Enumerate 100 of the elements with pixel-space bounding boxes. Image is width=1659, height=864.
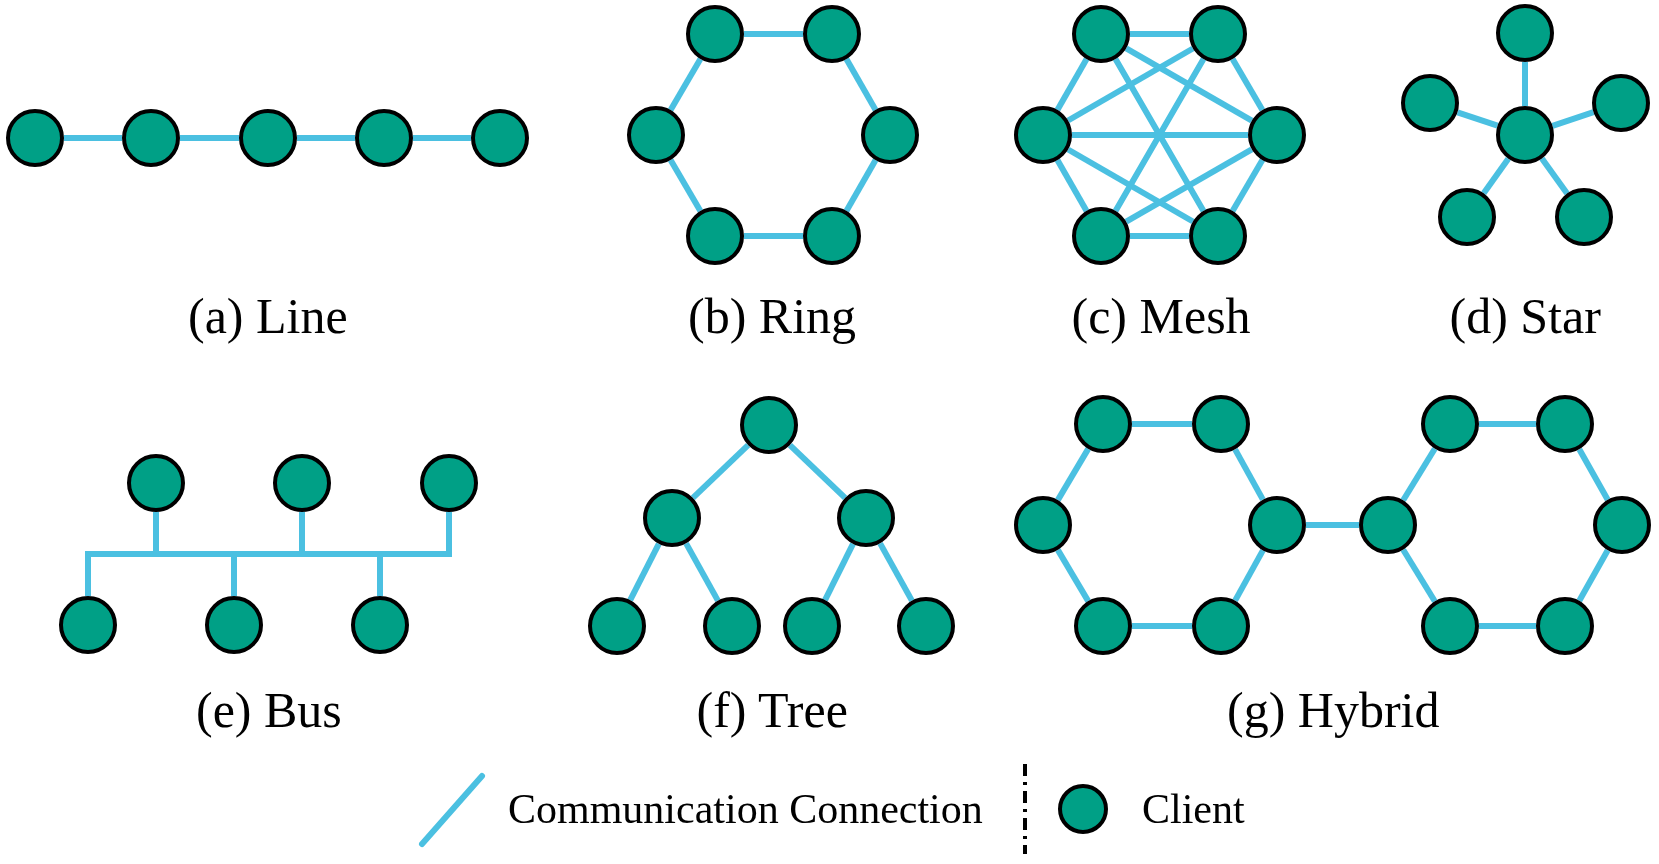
client-circle — [1421, 395, 1479, 453]
client-circle — [1189, 5, 1247, 63]
client-circle — [627, 106, 685, 164]
legend-label: Client — [1142, 785, 1245, 834]
connection-line — [1539, 156, 1570, 196]
client-circle — [1074, 395, 1132, 453]
client-circle — [803, 207, 861, 265]
caption: (e) Bus — [196, 682, 342, 740]
client-circle — [1359, 496, 1417, 554]
client-circle — [1014, 106, 1072, 164]
client-circle — [1074, 597, 1132, 655]
connection-line — [787, 442, 848, 501]
connection-line — [1130, 31, 1189, 37]
client-circle — [703, 597, 761, 655]
connection-line — [1232, 548, 1266, 603]
client-circle — [1189, 207, 1247, 265]
connection-line — [690, 442, 751, 501]
client-circle — [1072, 5, 1130, 63]
connection-line — [446, 512, 452, 551]
connection-line — [1522, 62, 1528, 106]
connection-line — [1124, 45, 1254, 124]
client-circle — [59, 596, 117, 654]
connection-line — [843, 57, 879, 112]
client-circle — [1496, 4, 1554, 62]
connection-line — [683, 541, 721, 603]
client-circle — [740, 396, 798, 454]
client-circle — [205, 596, 263, 654]
client-circle — [1192, 395, 1250, 453]
connection-line — [1055, 548, 1091, 603]
client-circle — [837, 489, 895, 547]
client-circle — [1248, 496, 1306, 554]
connection-line — [744, 233, 803, 239]
client-circle — [1401, 74, 1459, 132]
connection-line — [1072, 132, 1248, 138]
connection-line — [1576, 447, 1611, 502]
legend-label: Communication Connection — [508, 785, 983, 834]
client-circle — [1192, 597, 1250, 655]
connection-line — [1132, 421, 1192, 427]
connection-line — [1054, 158, 1090, 213]
client-circle — [1536, 395, 1594, 453]
client-circle — [471, 109, 529, 167]
client-circle — [1014, 496, 1072, 554]
connection-line — [668, 57, 703, 112]
connection-line — [744, 31, 803, 37]
client-circle — [1248, 106, 1306, 164]
client-circle — [643, 489, 701, 547]
caption: (f) Tree — [696, 682, 848, 740]
client-circle — [686, 5, 744, 63]
connection-line — [822, 542, 856, 602]
caption: (a) Line — [188, 288, 348, 346]
connection-line — [1230, 57, 1265, 112]
connection-line — [85, 557, 91, 596]
connection-line — [377, 557, 383, 596]
connection-line — [1306, 522, 1359, 528]
client-circle — [1593, 496, 1651, 554]
client-circle — [861, 106, 919, 164]
connection-line — [1054, 57, 1090, 112]
client-circle — [239, 109, 297, 167]
client-circle — [127, 454, 185, 512]
caption: (g) Hybrid — [1227, 682, 1440, 740]
connection-line — [1479, 623, 1536, 629]
connection-line — [299, 512, 305, 551]
client-circle — [803, 5, 861, 63]
client-circle — [1592, 74, 1650, 132]
connection-line — [180, 135, 239, 141]
connection-line — [1055, 447, 1091, 502]
client-circle — [1536, 597, 1594, 655]
client-circle — [1421, 597, 1479, 655]
connection-line — [413, 135, 471, 141]
caption: (b) Ring — [688, 288, 857, 346]
client-circle — [351, 596, 409, 654]
connection-line — [1400, 548, 1438, 603]
connection-line — [1066, 45, 1195, 124]
connection-line — [1230, 158, 1265, 213]
connection-line — [297, 135, 355, 141]
connection-line — [1232, 447, 1266, 502]
client-circle — [588, 597, 646, 655]
client-circle — [273, 454, 331, 512]
client-circle — [897, 597, 955, 655]
connection-line — [1481, 156, 1511, 196]
connection-line — [1124, 146, 1254, 225]
client-circle — [355, 109, 413, 167]
connection-line — [668, 158, 703, 213]
client-circle — [1496, 106, 1554, 164]
client-circle — [420, 454, 478, 512]
client-circle — [686, 207, 744, 265]
connection-line — [1132, 623, 1192, 629]
client-circle — [1438, 188, 1496, 246]
connection-line — [1576, 548, 1611, 603]
client-circle — [122, 109, 180, 167]
connection-line — [1551, 109, 1595, 129]
connection-line — [64, 135, 122, 141]
client-circle — [1555, 188, 1613, 246]
connection-line — [1479, 421, 1536, 427]
connection-line — [1400, 447, 1438, 502]
connection-line — [1130, 233, 1189, 239]
connection-line — [843, 158, 879, 213]
connection-line — [1066, 146, 1195, 225]
connection-line — [153, 512, 159, 551]
client-circle — [1072, 207, 1130, 265]
